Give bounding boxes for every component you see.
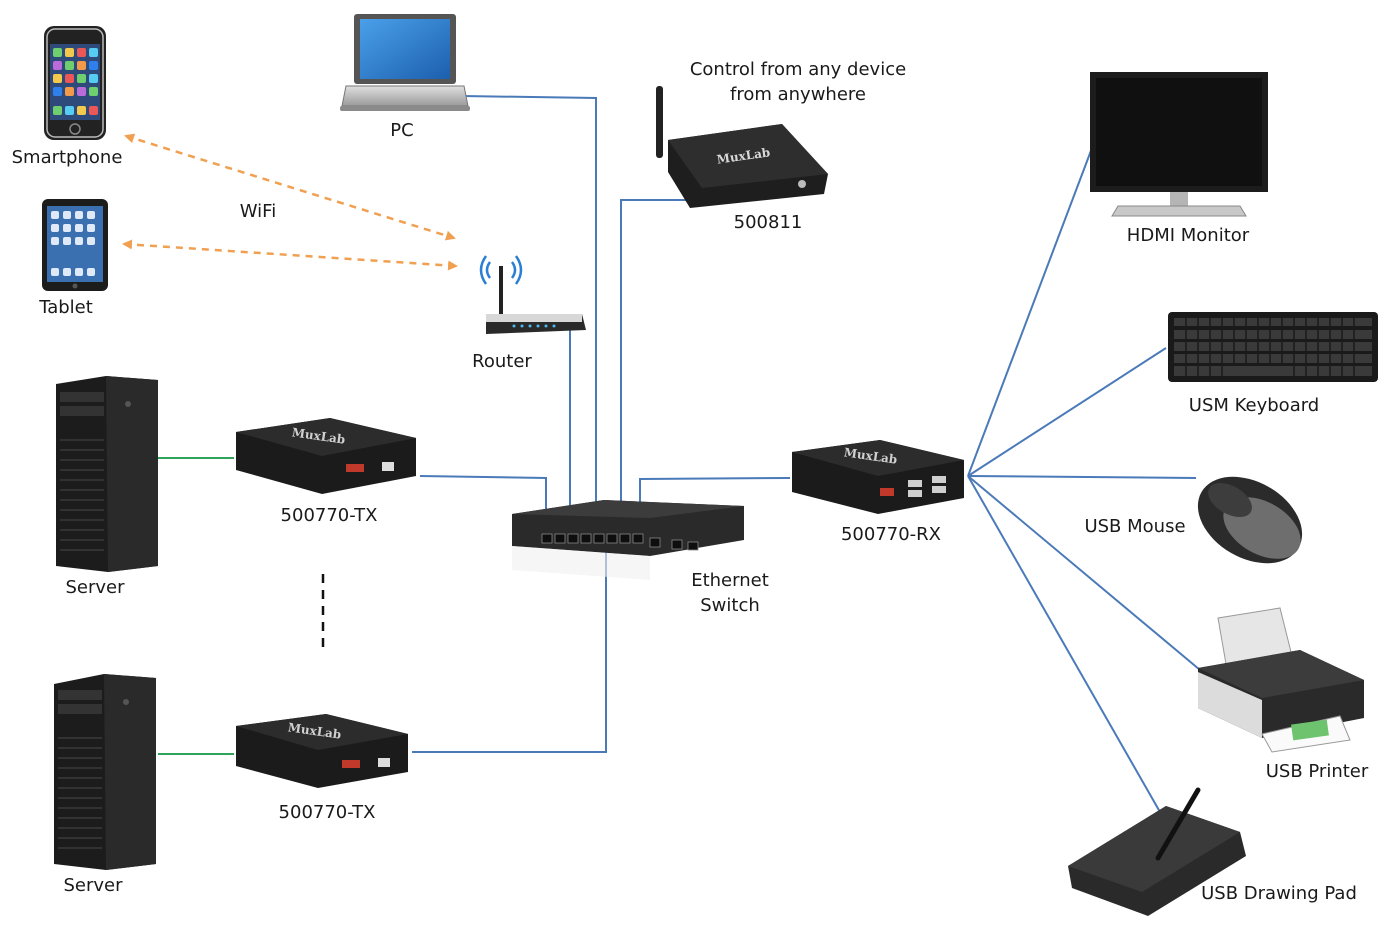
- pc-label: PC: [390, 120, 413, 141]
- keyboard-label: USM Keyboard: [1189, 395, 1319, 416]
- mouse-icon: [1197, 476, 1303, 564]
- keyboard-icon: [1168, 312, 1378, 382]
- router-label: Router: [472, 351, 532, 372]
- server-bottom-label: Server: [63, 875, 123, 896]
- controller-caption-line2: from anywhere: [730, 84, 866, 105]
- laptop-icon: [340, 14, 470, 111]
- transmitter-top-icon: MuxLab: [236, 418, 416, 494]
- rx-printer-link: [967, 475, 1213, 681]
- receiver-label: 500770-RX: [841, 524, 941, 545]
- hdmi-monitor-label: HDMI Monitor: [1127, 225, 1250, 246]
- server-top-label: Server: [65, 577, 125, 598]
- wifi-smartphone-link: [124, 133, 456, 241]
- tablet-icon: [42, 199, 108, 291]
- controller-caption-line1: Control from any device: [690, 59, 906, 80]
- wifi-tablet-link: [122, 239, 458, 271]
- transmitter-bottom-label: 500770-TX: [279, 802, 376, 823]
- controller-label: 500811: [734, 212, 803, 233]
- server-bottom-icon: [54, 674, 156, 870]
- transmitter-top-label: 500770-TX: [281, 505, 378, 526]
- server-top-icon: [56, 376, 158, 572]
- receiver-icon: MuxLab: [792, 440, 964, 514]
- tablet-label: Tablet: [38, 297, 93, 318]
- smartphone-icon: [44, 26, 106, 140]
- network-controller-icon: MuxLab: [656, 86, 828, 208]
- printer-icon: [1198, 607, 1364, 753]
- ethernet-switch-icon: [512, 500, 744, 580]
- controller-link: [620, 199, 686, 536]
- pc-link: [461, 95, 597, 536]
- tx-bottom-link: [412, 548, 607, 753]
- rx-keyboard-link: [967, 347, 1167, 477]
- wifi-label: WiFi: [240, 201, 276, 222]
- smartphone-label: Smartphone: [12, 147, 123, 168]
- drawing-pad-label: USB Drawing Pad: [1201, 883, 1357, 904]
- drawing-pad-icon: [1068, 787, 1246, 916]
- mouse-label: USB Mouse: [1084, 516, 1185, 537]
- switch-label-line2: Switch: [700, 595, 760, 616]
- router-icon: [479, 255, 586, 334]
- printer-label: USB Printer: [1266, 761, 1369, 782]
- transmitter-bottom-icon: MuxLab: [236, 714, 408, 788]
- monitor-icon: [1090, 72, 1268, 217]
- rx-monitor-link: [967, 147, 1093, 477]
- rx-drawing-pad-link: [967, 475, 1161, 813]
- connections: [122, 95, 1213, 813]
- rx-mouse-link: [967, 475, 1197, 479]
- switch-label-line1: Ethernet: [691, 570, 769, 591]
